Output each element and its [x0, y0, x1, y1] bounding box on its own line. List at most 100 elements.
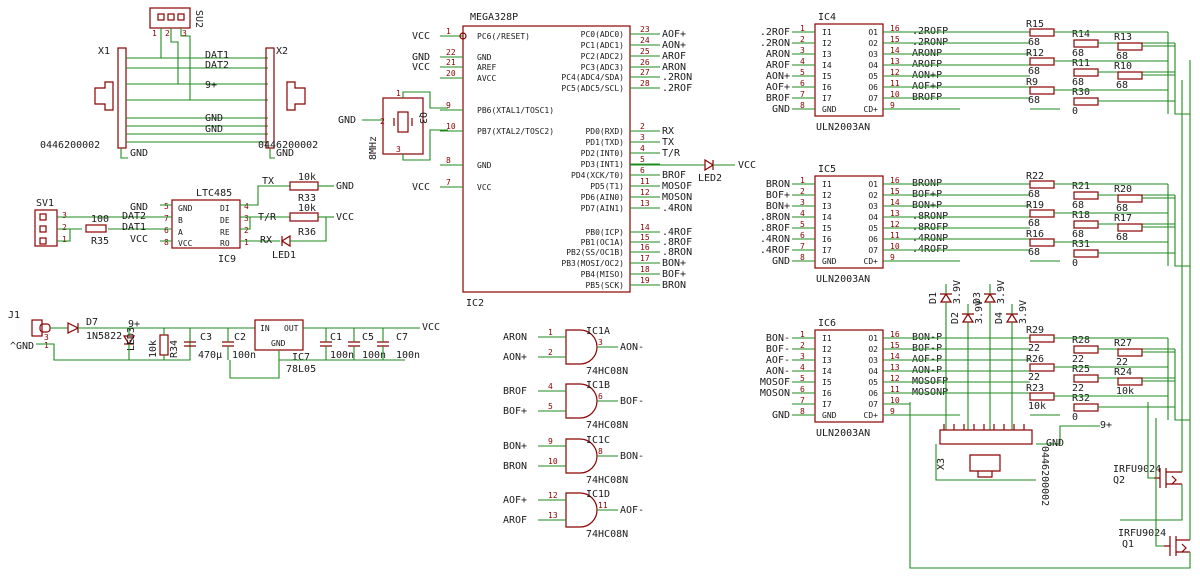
- uln-pin-out: CD+: [864, 411, 879, 420]
- x1-part-label: 0446200002: [40, 140, 100, 151]
- svg-text:LED1: LED1: [272, 250, 296, 261]
- uln-pin-in: I4: [822, 367, 832, 376]
- mcu-right-pin: PC5(ADC5/SCL): [561, 84, 624, 93]
- mcu-ref: IC2: [466, 298, 484, 309]
- mcu-right-net: T/R: [662, 148, 681, 159]
- svg-text:1N5822: 1N5822: [86, 331, 122, 342]
- resistor-ref: R29: [1026, 325, 1044, 336]
- ic9-tx: TX: [262, 176, 274, 187]
- svg-text:8MHz: 8MHz: [368, 136, 379, 160]
- uln-pin-num: 8: [800, 101, 805, 110]
- mcu-right-net: MOSOF: [662, 181, 692, 192]
- svg-text:R35: R35: [91, 236, 109, 247]
- svg-text:R33: R33: [298, 193, 316, 204]
- gate-pin: 6: [598, 392, 603, 401]
- uln-pin-num: 12: [890, 68, 900, 77]
- gate-pin: 11: [598, 501, 608, 510]
- resistor-ref: R31: [1072, 239, 1090, 250]
- ic9-tr: T/R: [258, 212, 277, 223]
- svg-text:X3: X3: [936, 458, 947, 470]
- svg-text:A: A: [178, 228, 183, 237]
- uln-pin-in: I6: [822, 83, 832, 92]
- resistor-ref: R18: [1072, 210, 1090, 221]
- uln-pin-out: O3: [868, 202, 878, 211]
- mcu-right-net: .4RON: [662, 203, 692, 214]
- uln-pin-out: CD+: [864, 257, 879, 266]
- uln-input-net: BON-: [766, 333, 790, 344]
- uln-pin-in: I2: [822, 39, 832, 48]
- uln-pin-in: GND: [822, 411, 837, 420]
- uln-pin-in: I1: [822, 28, 832, 37]
- resistor-value: 22: [1072, 383, 1084, 394]
- resistor-value: 22: [1072, 354, 1084, 365]
- net-9plus: 9+: [205, 80, 217, 91]
- mcu-right-pin-num: 23: [640, 25, 650, 34]
- resistor-ref: R11: [1072, 58, 1090, 69]
- uln-input-net: MOSOF: [760, 377, 790, 388]
- resistor-ref: R25: [1072, 364, 1090, 375]
- mcu-right-pin-num: 16: [640, 243, 650, 252]
- gate-input-a: AOF+: [503, 495, 527, 506]
- uln-input-net: GND: [772, 104, 790, 115]
- uln-pin-num: 4: [800, 209, 805, 218]
- zener-ref: D4: [994, 312, 1005, 324]
- mcu-right-net: AOF+: [662, 29, 686, 40]
- mcu-right-pin: PD2(INT0): [581, 149, 624, 158]
- capacitor-c3: C3 470µ: [184, 328, 222, 361]
- uln-pin-out: O7: [868, 400, 878, 409]
- gate-input-b: BOF+: [503, 406, 527, 417]
- connector-x1: X1 0446200002 GND: [40, 46, 268, 159]
- uln-pin-in: GND: [822, 257, 837, 266]
- resistor-ref: R15: [1026, 19, 1044, 30]
- uln-pin-num: 12: [890, 374, 900, 383]
- mosfet-q1: IRFU9024 Q1: [909, 60, 1191, 569]
- uln-pin-out: O2: [868, 191, 878, 200]
- mcu-left-pin: AVCC: [477, 74, 496, 83]
- svg-text:1: 1: [244, 238, 249, 247]
- net-gnd-b: GND: [205, 124, 223, 135]
- svg-text:VCC: VCC: [738, 160, 756, 171]
- gate-part: 74HC08N: [586, 366, 628, 377]
- uln-input-net: .8ROF: [760, 223, 790, 234]
- mcu-left-net: VCC: [412, 62, 430, 73]
- uln-pin-in: GND: [822, 105, 837, 114]
- svg-text:C1: C1: [330, 332, 342, 343]
- gate-ref: IC1D: [586, 489, 610, 500]
- resistor-ref: R12: [1026, 48, 1044, 59]
- resistor-ref: R17: [1114, 213, 1132, 224]
- uln-pin-out: O4: [868, 367, 878, 376]
- gate-output: BON-: [620, 451, 644, 462]
- mcu-right-net: AON+: [662, 40, 686, 51]
- uln-pin-num: 15: [890, 187, 900, 196]
- mcu-right-pin: PD7(AIN1): [581, 204, 624, 213]
- uln-pin-num: 8: [800, 253, 805, 262]
- ic9-vcc-net: VCC: [130, 234, 148, 245]
- mcu-right-pin: PD5(T1): [590, 182, 624, 191]
- uln-pin-num: 14: [890, 198, 900, 207]
- svg-text:2: 2: [244, 226, 249, 235]
- svg-text:2: 2: [62, 223, 67, 232]
- mcu-left-pin-num: 20: [446, 69, 456, 78]
- svg-text:3: 3: [44, 333, 49, 342]
- mcu-left-pin: VCC: [477, 183, 492, 192]
- resistor-value: 68: [1028, 247, 1040, 258]
- svg-text:470µ: 470µ: [198, 350, 222, 361]
- connector-sv1: SV1 3 2 1: [34, 198, 165, 247]
- mcu-left-pin-num: 1: [446, 27, 451, 36]
- uln-pin-in: I2: [822, 191, 832, 200]
- uln-ref: IC4: [818, 12, 836, 23]
- zener-ref: D3: [972, 292, 983, 304]
- mcu-right-net: BON+: [662, 258, 686, 269]
- svg-text:2: 2: [380, 117, 385, 126]
- uln-pin-num: 14: [890, 352, 900, 361]
- resistor-ref: R30: [1072, 87, 1090, 98]
- gate-pin: 1: [548, 328, 553, 337]
- sv1-dat1: DAT1: [122, 222, 146, 233]
- mcu-right-net: AROF: [662, 51, 686, 62]
- svg-text:GND: GND: [1046, 438, 1064, 449]
- uln-pin-in: I4: [822, 213, 832, 222]
